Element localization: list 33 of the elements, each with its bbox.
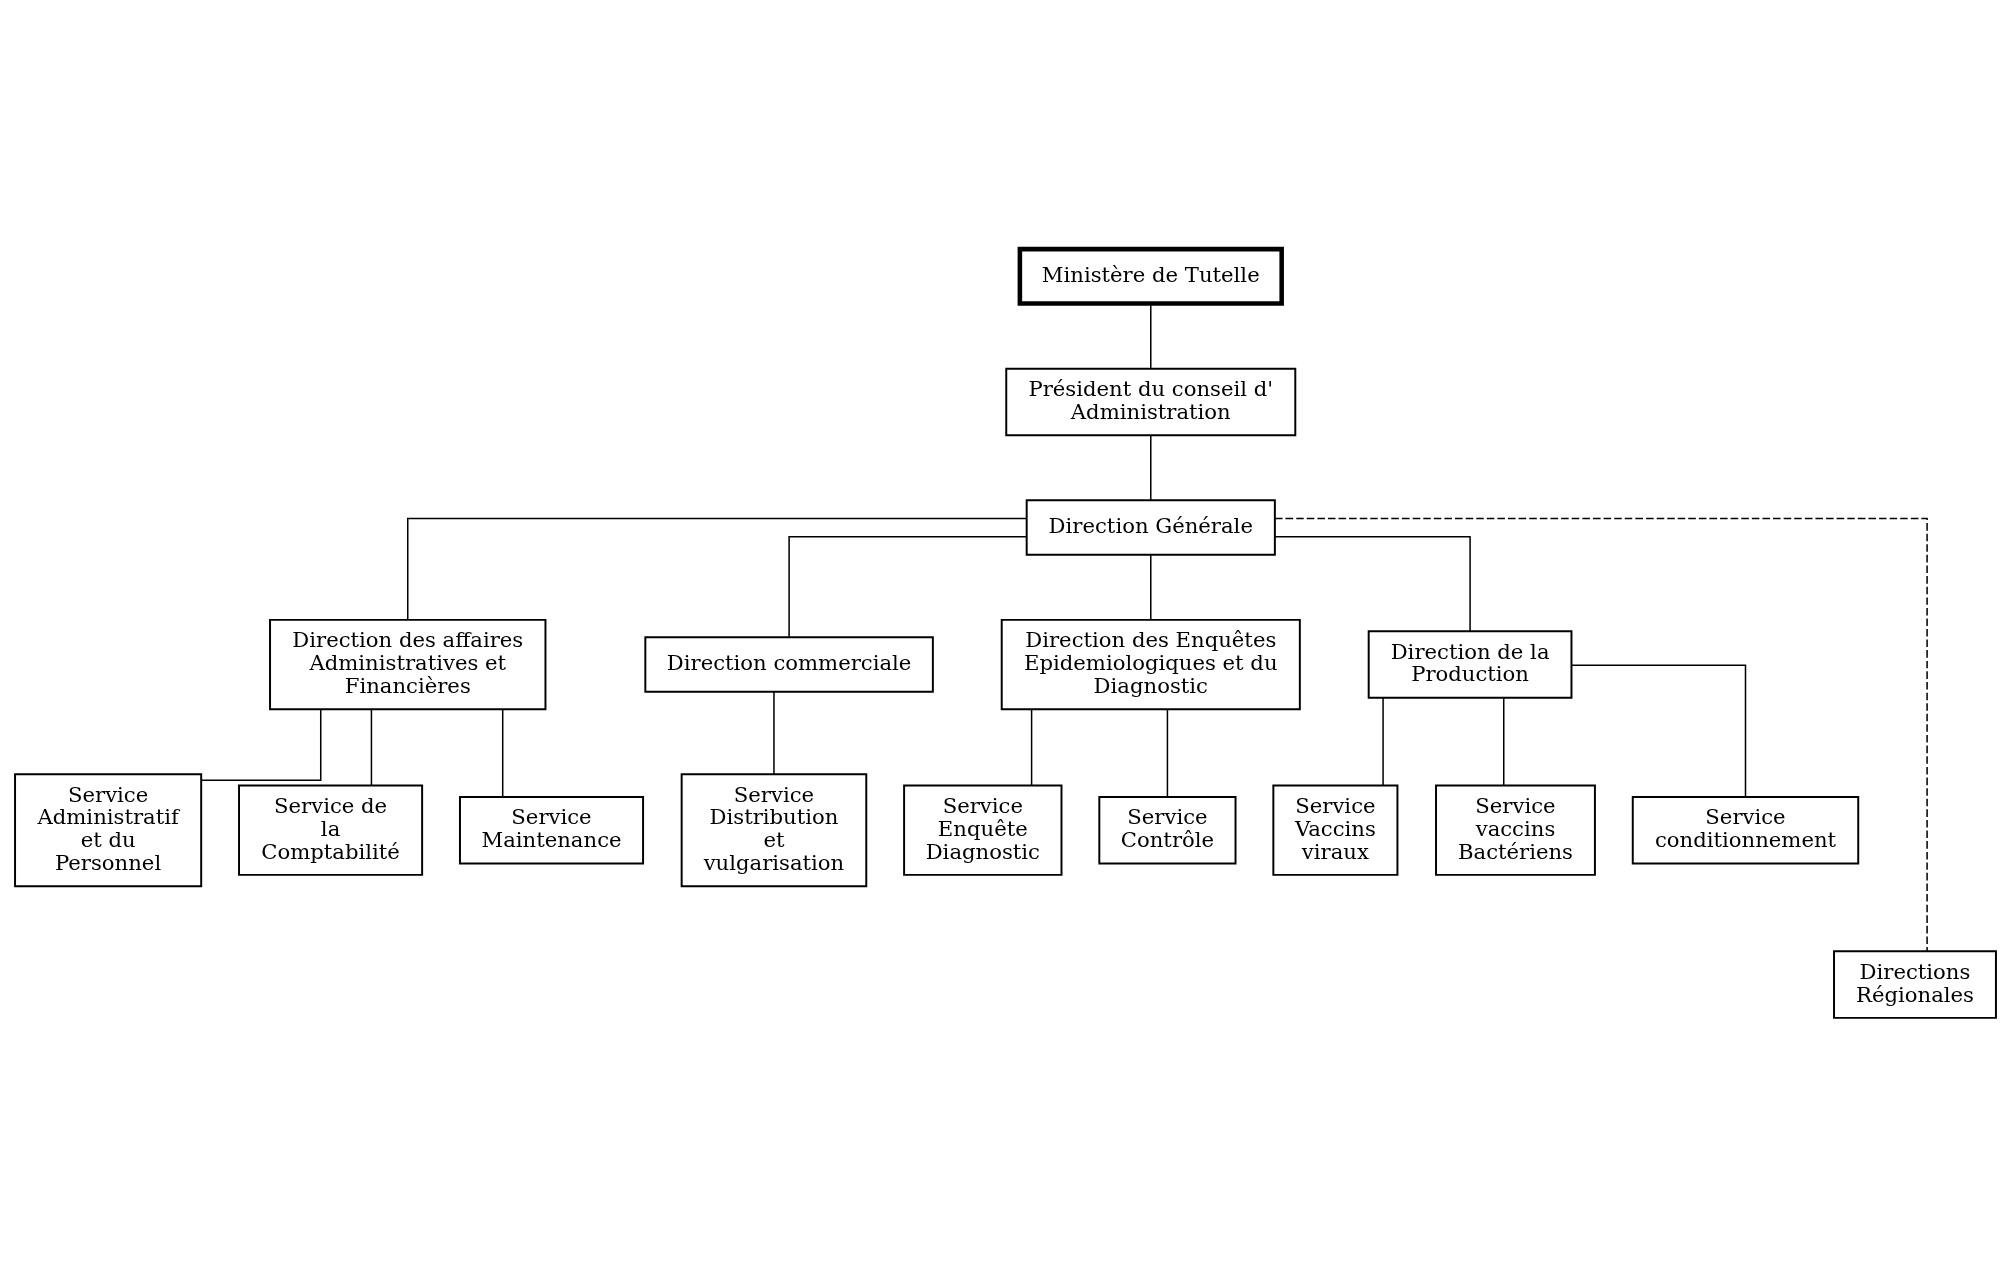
node-box: Service Enquête Diagnostic (902, 784, 1062, 876)
connector (1149, 434, 1152, 501)
connector (370, 708, 372, 787)
connector (1570, 664, 1746, 798)
connector (1502, 697, 1504, 787)
node-box: Service Administratif et du Personnel (13, 773, 202, 888)
connector (1149, 302, 1152, 370)
connector (1273, 535, 1471, 632)
node-box: Ministère de Tutelle (1017, 246, 1284, 306)
node-box: Service de la Comptabilité (237, 784, 423, 876)
connector (1273, 517, 1928, 952)
node-box: Service conditionnement (1631, 795, 1859, 865)
connector (1030, 708, 1032, 787)
node-box: Service Distribution et vulgarisation (680, 773, 867, 888)
node-box: Président du conseil d' Administration (1004, 367, 1296, 437)
node-box: Direction de la Production (1367, 630, 1572, 699)
node-box: Service Contrôle (1097, 795, 1236, 865)
node-box: Direction des Enquêtes Epidemiologiques et du Diagnostic (1000, 618, 1301, 711)
connector (1149, 554, 1152, 621)
connector (772, 691, 775, 775)
node-box: Direction Générale (1025, 499, 1276, 556)
connector (406, 517, 1027, 621)
connector (501, 708, 503, 798)
node-box: Directions Régionales (1832, 950, 1997, 1019)
node-box: Service Vaccins viraux (1271, 784, 1398, 876)
node-box: Direction des affaires Administratives et Financières (268, 618, 546, 711)
node-box: Direction commerciale (643, 636, 934, 693)
connector (787, 535, 1027, 638)
connector (1166, 708, 1168, 798)
connector (1381, 697, 1384, 787)
node-box: Service Maintenance (458, 795, 644, 865)
node-box: Service vaccins Bactériens (1434, 784, 1596, 876)
connector (200, 708, 321, 782)
